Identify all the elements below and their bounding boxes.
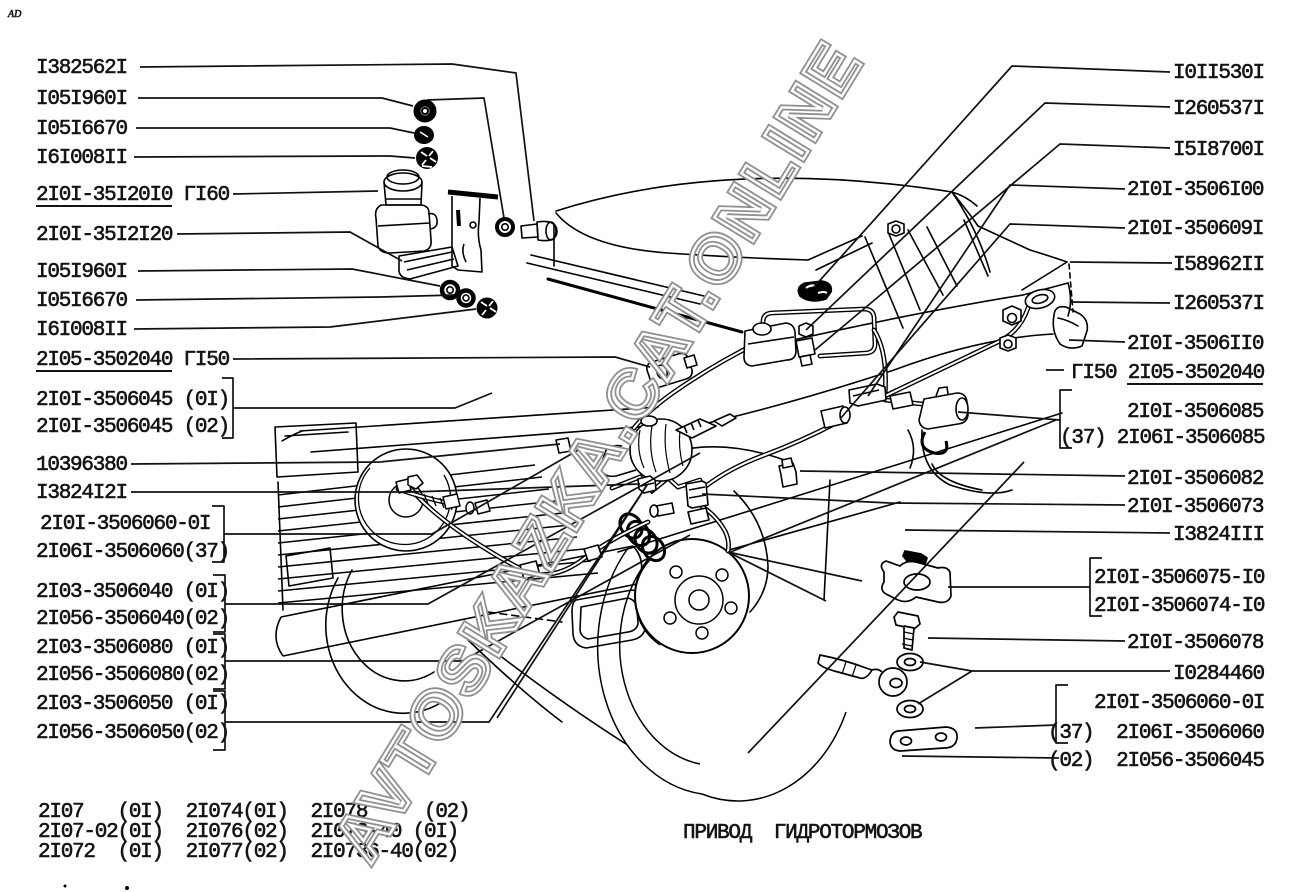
svg-text:2I056-3506080(02): 2I056-3506080(02): [36, 664, 229, 687]
svg-text:I0II530I: I0II530I: [1173, 62, 1264, 85]
svg-text:I05I960I: I05I960I: [36, 88, 127, 111]
svg-text:I05I960I: I05I960I: [36, 261, 127, 284]
svg-text:2I0I-350609I: 2I0I-350609I: [1127, 218, 1263, 241]
svg-text:2I07-02(0I) 2I076(02) 2I073-: 2I07-02(0I) 2I076(02) 2I073-40 (0I): [38, 821, 458, 844]
svg-text:2I0I-3506085: 2I0I-3506085: [1127, 401, 1264, 424]
svg-text:2I056-3506040(02): 2I056-3506040(02): [36, 608, 229, 631]
svg-text:2I07 (0I) 2I074(0I) 2I078: 2I07 (0I) 2I074(0I) 2I078 (02): [38, 801, 469, 824]
svg-text:I260537I: I260537I: [1173, 293, 1264, 316]
svg-text:2I0I-3506060-0I: 2I0I-3506060-0I: [1094, 692, 1264, 715]
svg-text:I05I6670: I05I6670: [36, 118, 127, 141]
svg-text:10396380: 10396380: [36, 454, 127, 477]
svg-text:I260537I: I260537I: [1173, 98, 1264, 121]
svg-text:2I056-3506050(02): 2I056-3506050(02): [36, 722, 229, 745]
svg-text:2I03-3506080 (0I): 2I03-3506080 (0I): [36, 637, 229, 660]
svg-text:2I0I-3506II0: 2I0I-3506II0: [1127, 333, 1264, 356]
svg-text:2I03-3506050 (0I): 2I03-3506050 (0I): [36, 693, 229, 716]
svg-text:(02) 2I056-3506045: (02) 2I056-3506045: [1048, 750, 1264, 773]
svg-text:I58962II: I58962II: [1173, 254, 1264, 277]
svg-text:AD: AD: [7, 9, 22, 20]
svg-text:2I0I-3506073: 2I0I-3506073: [1127, 496, 1264, 519]
svg-text:2I0I-35I2I20: 2I0I-35I2I20: [36, 224, 173, 247]
svg-text:(37) 2I06I-3506085: (37) 2I06I-3506085: [1060, 427, 1265, 450]
svg-text:I3824I2I: I3824I2I: [36, 482, 127, 505]
svg-text:I5I8700I: I5I8700I: [1173, 139, 1264, 162]
svg-text:2I0I-3506045 (0I): 2I0I-3506045 (0I): [36, 389, 229, 412]
svg-text:2I072 (0I) 2I077(02) 2I0736: 2I072 (0I) 2I077(02) 2I0736-40(02): [38, 841, 458, 864]
svg-text:ПРИВОД ГИДРОТОРМОЗОВ: ПРИВОД ГИДРОТОРМОЗОВ: [683, 822, 922, 845]
svg-text:2I0I-3506075-I0: 2I0I-3506075-I0: [1094, 567, 1265, 590]
svg-text:2I0I-3506074-I0: 2I0I-3506074-I0: [1094, 595, 1265, 618]
svg-text:2I0I-3506I00: 2I0I-3506I00: [1127, 179, 1264, 202]
svg-text:2I0I-3506045 (02): 2I0I-3506045 (02): [36, 416, 229, 439]
svg-text:2I0I-3506060-0I: 2I0I-3506060-0I: [40, 513, 210, 536]
svg-text:I6I008II: I6I008II: [36, 319, 127, 342]
svg-text:2I0I-3506078: 2I0I-3506078: [1127, 632, 1264, 655]
svg-text:I05I6670: I05I6670: [36, 290, 127, 313]
svg-text:I3824III: I3824III: [1173, 524, 1264, 547]
svg-text:2I03-3506040 (0I): 2I03-3506040 (0I): [36, 581, 229, 604]
svg-text:(37) 2I06I-3506060: (37) 2I06I-3506060: [1048, 722, 1264, 745]
svg-text:2I0I-35I20I0 ГI60: 2I0I-35I20I0 ГI60: [36, 184, 230, 207]
svg-text:I382562I: I382562I: [36, 57, 127, 80]
svg-text:I6I008II: I6I008II: [36, 147, 127, 170]
svg-text:ГI50 2I05-3502040: ГI50 2I05-3502040: [1071, 362, 1265, 385]
svg-text:I0284460: I0284460: [1173, 663, 1264, 686]
svg-text:2I06I-3506060(37): 2I06I-3506060(37): [36, 541, 229, 564]
svg-text:2I05-3502040 ГI50: 2I05-3502040 ГI50: [36, 349, 230, 372]
svg-text:2I0I-3506082: 2I0I-3506082: [1127, 468, 1264, 491]
